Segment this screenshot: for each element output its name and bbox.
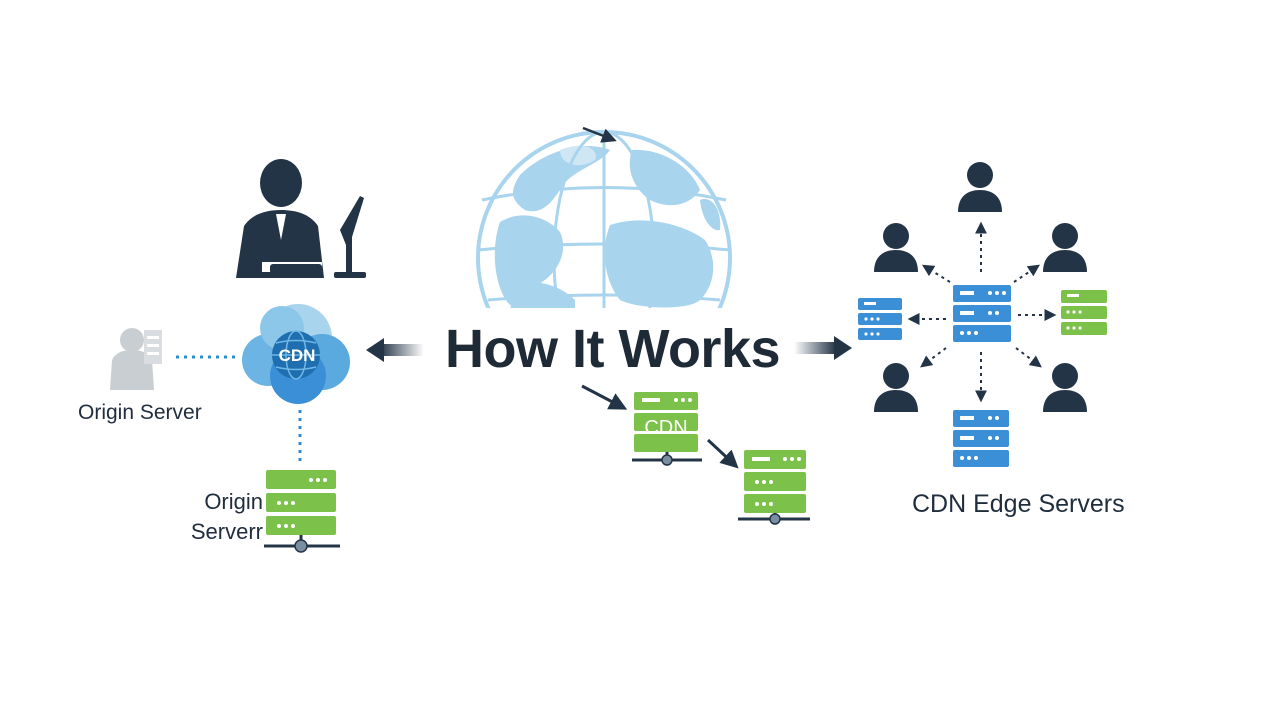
edge-right-server-icon — [1061, 290, 1107, 335]
arrow-to-second-server — [706, 438, 739, 469]
user-icon-top — [958, 162, 1002, 212]
origin-server-label-line2: Serverr — [190, 519, 263, 544]
second-server-green-icon — [738, 450, 810, 525]
right-arrow-icon — [794, 336, 852, 360]
green-server-cdn-label: CDN — [644, 417, 687, 439]
cloud-cdn-label: CDN — [279, 346, 316, 365]
origin-server-green-icon — [264, 470, 340, 553]
cdn-server-green-icon: CDN — [632, 392, 702, 466]
user-at-computer-icon — [236, 159, 366, 278]
user-icon-upper-right — [1043, 223, 1087, 272]
page-title: How It Works — [444, 319, 781, 379]
user-icon-upper-left — [874, 223, 918, 272]
edge-bottom-server-icon — [953, 410, 1009, 467]
cdn-cloud-icon: CDN — [242, 304, 350, 404]
edge-arrow-upper-left — [921, 264, 951, 283]
origin-server-label-top: Origin Server — [78, 401, 202, 424]
origin-server-label-bottom: Origin Serverr — [183, 487, 263, 547]
user-icon-lower-right — [1043, 363, 1087, 412]
edge-central-server-icon — [953, 285, 1011, 342]
globe-icon — [476, 126, 732, 308]
cdn-edge-servers-label: CDN Edge Servers — [912, 490, 1125, 518]
origin-server-label-line1: Origin — [204, 489, 263, 514]
origin-server-gray-icon — [110, 328, 162, 390]
edge-arrow-lower-right — [1015, 347, 1042, 368]
edge-left-server-icon — [858, 298, 902, 340]
edge-arrow-upper-right — [1013, 264, 1040, 283]
edge-arrow-lower-left — [920, 347, 947, 368]
user-icon-lower-left — [874, 363, 918, 412]
arrow-to-cdn-server — [581, 384, 628, 410]
left-arrow-icon — [366, 338, 424, 362]
